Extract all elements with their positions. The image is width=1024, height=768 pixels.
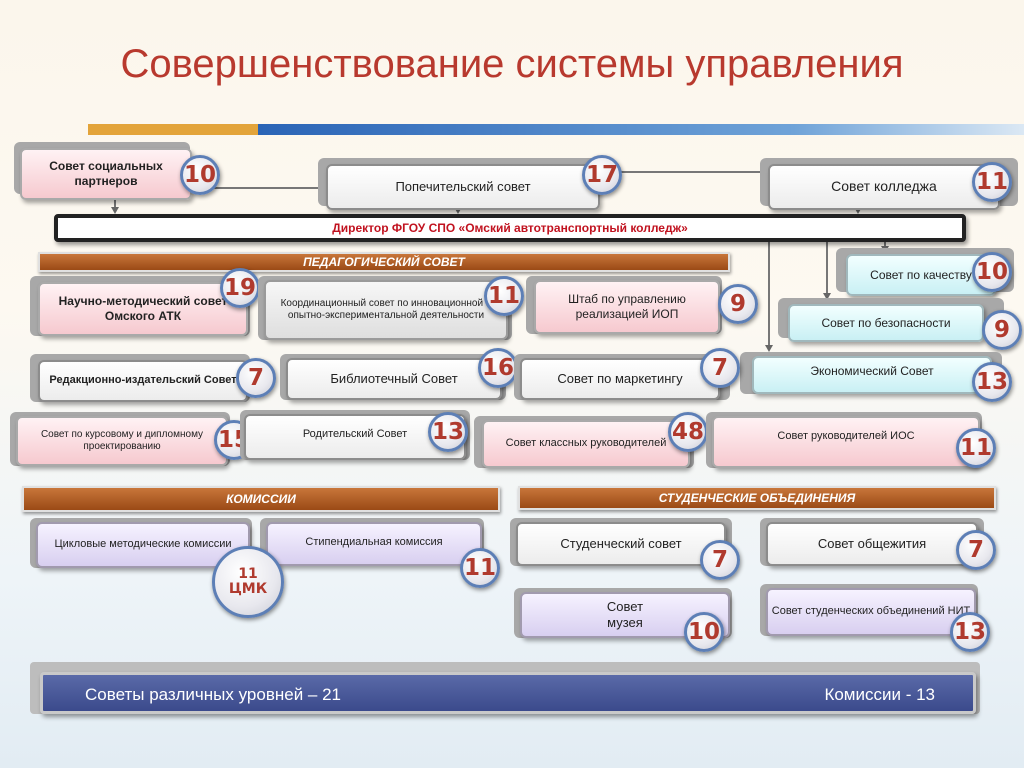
coord-council: Координационный совет по инновационной и… — [264, 280, 508, 340]
count-badge: 13 — [972, 362, 1012, 402]
page-title: Совершенствование системы управления — [120, 42, 904, 86]
header-stripe-orange — [88, 124, 258, 135]
parents-label: Родительский Совет — [302, 428, 408, 440]
connector-line — [826, 242, 828, 294]
quality-label: Совет по качеству — [870, 267, 972, 282]
coursework-label: Совет по курсовому и дипломному проектир… — [40, 428, 204, 453]
nms-label: Научно-методический совет Омского АТК — [58, 294, 228, 323]
student-banner: СТУДЕНЧЕСКИЕ ОБЪЕДИНЕНИЯ — [518, 486, 996, 510]
iop-council: Штаб по управлению реализацией ИОП — [534, 280, 720, 334]
stipend-label: Стипендиальная комиссия — [305, 536, 443, 548]
count-badge: 9 — [718, 284, 758, 324]
editorial-council: Редакционно-издательский Совет — [38, 360, 248, 402]
ios-heads-council: Совет руководителей ИОС — [712, 416, 980, 468]
connector-line — [114, 200, 116, 210]
count-badge: 48 — [668, 412, 708, 452]
economic-label: Экономический Совет — [810, 364, 934, 378]
editorial-label: Редакционно-издательский Совет — [49, 374, 237, 387]
count-badge: 16 — [478, 348, 518, 388]
count-badge: 11 — [956, 428, 996, 468]
cmk-badge-label: 11 ЦМК — [228, 566, 268, 597]
count-badge: 10 — [180, 155, 220, 195]
arrow-down-icon — [854, 207, 862, 214]
trustees-label: Попечительский совет — [395, 178, 531, 194]
footer-bar: Советы различных уровней – 21 Комиссии -… — [40, 672, 976, 714]
library-council: Библиотечный Совет — [286, 358, 502, 400]
count-badge: 7 — [700, 540, 740, 580]
ios-heads-label: Совет руководителей ИОС — [777, 430, 915, 442]
nit-label: Совет студенческих объединений НИТ — [771, 605, 971, 618]
header-stripe-blue — [258, 124, 1024, 135]
arrow-down-icon — [823, 293, 831, 300]
connector-line — [598, 171, 763, 173]
arrow-down-icon — [454, 207, 462, 214]
coursework-council: Совет по курсовому и дипломному проектир… — [16, 416, 228, 466]
social-partners-label: Совет социальных партнеров — [49, 159, 163, 188]
college-label: Совет колледжа — [831, 178, 937, 195]
museum-label: Совет музея — [606, 598, 644, 630]
security-council: Совет по безопасности — [788, 304, 984, 342]
college-council: Совет колледжа — [768, 164, 1000, 210]
count-badge: 13 — [428, 412, 468, 452]
dorm-label: Совет общежития — [817, 535, 927, 551]
count-badge: 10 — [972, 252, 1012, 292]
count-badge: 11 — [972, 162, 1012, 202]
marketing-council: Совет по маркетингу — [520, 358, 720, 400]
ped-council-banner: ПЕДАГОГИЧЕСКИЙ СОВЕТ — [38, 252, 730, 272]
count-badge: 7 — [236, 358, 276, 398]
count-badge: 7 — [956, 530, 996, 570]
count-badge: 19 — [220, 268, 260, 308]
cyclic-commissions: Цикловые методические комиссии — [36, 522, 250, 568]
security-label: Совет по безопасности — [821, 315, 951, 330]
cmk-badge: 11 ЦМК — [212, 546, 284, 618]
cyclic-label: Цикловые методические комиссии — [54, 538, 232, 551]
quality-council: Совет по качеству — [846, 254, 996, 296]
dorm-council: Совет общежития — [766, 522, 978, 566]
arrow-down-icon — [111, 207, 119, 214]
count-badge: 11 — [484, 276, 524, 316]
count-badge: 10 — [684, 612, 724, 652]
student-council-label: Студенческий совет — [560, 535, 682, 551]
nit-council: Совет студенческих объединений НИТ — [766, 588, 976, 636]
iop-label: Штаб по управлению реализацией ИОП — [568, 292, 686, 321]
count-badge: 7 — [700, 348, 740, 388]
nms-council: Научно-методический совет Омского АТК — [38, 282, 248, 336]
class-heads-council: Совет классных руководителей — [482, 420, 690, 468]
count-badge: 17 — [582, 155, 622, 195]
arrow-down-icon — [765, 345, 773, 352]
coord-label: Координационный совет по инновационной и… — [280, 297, 492, 322]
class-heads-label: Совет классных руководителей — [505, 437, 667, 450]
connector-line — [768, 242, 770, 346]
stipend-commission: Стипендиальная комиссия — [266, 522, 482, 566]
library-label: Библиотечный Совет — [330, 370, 458, 386]
trustees-council: Попечительский совет — [326, 164, 600, 210]
count-badge: 9 — [982, 310, 1022, 350]
footer-commissions-total: Комиссии - 13 — [824, 685, 935, 704]
count-badge: 11 — [460, 548, 500, 588]
director-box: Директор ФГОУ СПО «Омский автотранспортн… — [54, 214, 966, 242]
marketing-label: Совет по маркетингу — [557, 370, 683, 386]
economic-council: Экономический Совет — [752, 356, 992, 394]
connector-line — [190, 187, 320, 189]
footer-councils-total: Советы различных уровней – 21 — [85, 685, 342, 704]
count-badge: 13 — [950, 612, 990, 652]
commissions-banner: КОМИССИИ — [22, 486, 500, 512]
social-partners-council: Совет социальных партнеров — [20, 148, 192, 200]
student-council: Студенческий совет — [516, 522, 726, 566]
